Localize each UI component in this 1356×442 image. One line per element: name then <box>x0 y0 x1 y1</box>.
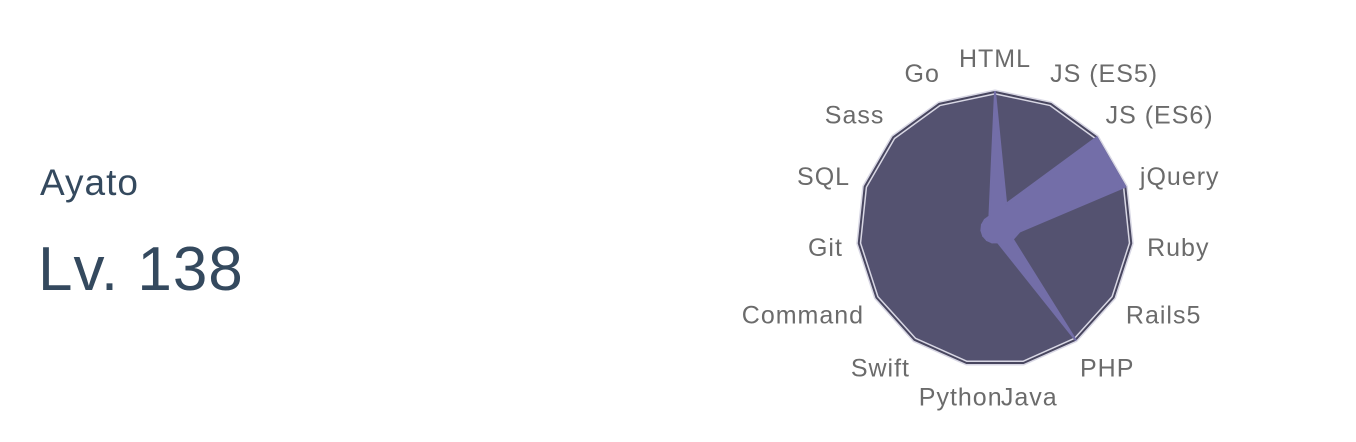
radar-label-sql: SQL <box>797 163 850 191</box>
radar-point-go <box>988 215 991 218</box>
radar-label-js-es6: JS (ES6) <box>1106 102 1214 130</box>
radar-point-sql <box>980 223 983 226</box>
radar-point-command <box>982 234 985 237</box>
radar-point-jquery <box>1124 185 1127 188</box>
radar-label-html: HTML <box>959 45 1031 73</box>
radar-label-rails5: Rails5 <box>1126 302 1201 330</box>
radar-series <box>980 91 1127 341</box>
radar-point-rails5 <box>1011 238 1014 241</box>
radar-label-go: Go <box>905 60 940 88</box>
radar-label-git: Git <box>808 234 843 262</box>
radar-label-js-es5: JS (ES5) <box>1050 60 1158 88</box>
radar-label-ruby: Ruby <box>1147 234 1209 262</box>
radar-point-html <box>994 91 996 93</box>
radar-label-sass: Sass <box>825 102 885 130</box>
radar-point-python <box>991 241 994 244</box>
radar-label-jquery: jQuery <box>1139 163 1220 191</box>
radar-point-git <box>980 229 983 232</box>
radar-label-python: Python <box>919 383 1003 411</box>
radar-label-java: Java <box>1001 383 1058 411</box>
player-level: Lv. 138 <box>38 235 244 304</box>
radar-label-php: PHP <box>1080 354 1134 382</box>
radar-label-command: Command <box>742 302 864 330</box>
radar-point-swift <box>985 239 988 242</box>
radar-point-js-es6 <box>1095 136 1098 139</box>
radar-point-js-es5 <box>1005 202 1008 205</box>
player-name: Ayato <box>40 162 139 203</box>
radar-point-php <box>1074 338 1077 341</box>
radar-point-java <box>996 241 999 244</box>
radar-point-ruby <box>1018 230 1021 233</box>
radar-series-area <box>980 91 1127 341</box>
radar-point-sass <box>983 218 986 221</box>
radar-label-swift: Swift <box>851 354 910 382</box>
